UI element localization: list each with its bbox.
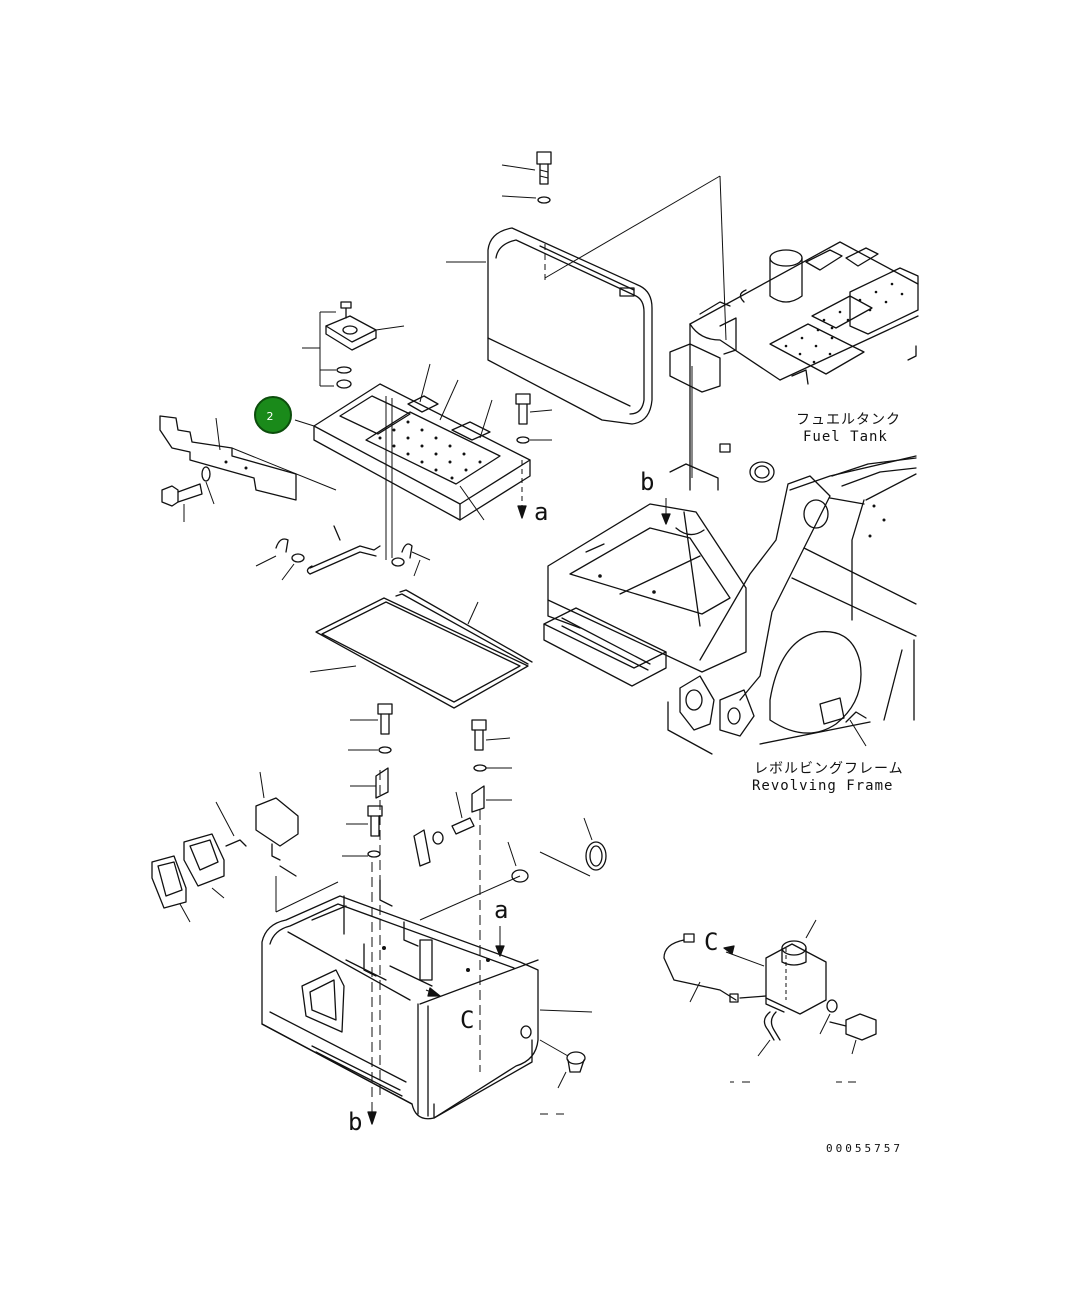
latch-rod — [255, 525, 431, 581]
seal-frame — [309, 589, 533, 709]
fuel-tank — [661, 241, 919, 525]
callout-2[interactable]: 2 — [254, 396, 292, 434]
washer-tank-assembly — [663, 919, 877, 1083]
revolving-frame — [543, 455, 917, 755]
top-cover-panel — [487, 175, 721, 425]
ref-letter-b-top: b — [640, 468, 654, 496]
ref-letter-b-bottom: b — [348, 1108, 362, 1136]
revolving-frame-label-jp: レボルビングフレーム — [754, 761, 904, 777]
cover-bolt — [446, 151, 727, 341]
fuel-tank-label-jp: フュエルタンク — [796, 412, 901, 428]
ref-letter-a-top: a — [534, 498, 548, 526]
revolving-frame-label-en: Revolving Frame — [752, 778, 893, 794]
fuel-tank-label-en: Fuel Tank — [803, 429, 888, 445]
lamp-assembly — [151, 771, 339, 923]
step-cover — [294, 363, 553, 560]
cap-assembly — [302, 301, 405, 389]
callout-number: 2 — [267, 410, 274, 423]
ref-letter-c-box: C — [460, 1006, 474, 1034]
bracket-plate — [159, 415, 337, 522]
drawing-number: 00055757 — [826, 1142, 903, 1155]
ref-letter-a-bottom: a — [494, 896, 508, 924]
lower-fasteners — [342, 703, 607, 921]
battery-box — [261, 770, 593, 1125]
drain-grommet — [539, 1039, 586, 1115]
ref-letter-c-pump: C — [704, 928, 718, 956]
